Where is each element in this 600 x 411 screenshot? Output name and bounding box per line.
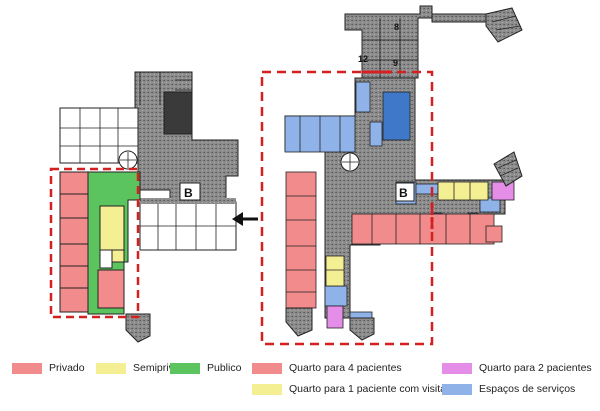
- right-plan-b-label: B: [399, 186, 408, 200]
- left-plan-b-room: [179, 182, 201, 201]
- right-plan-turret-lines: [491, 15, 521, 31]
- legend-label: Publico: [207, 362, 242, 374]
- legend-swatch: [170, 362, 200, 374]
- direction-arrow: [232, 212, 258, 226]
- legend-swatch: [252, 383, 282, 395]
- legend-swatch: [252, 362, 282, 374]
- legend-swatch: [96, 362, 126, 374]
- legend-label: Quarto para 1 paciente com visita: [289, 383, 446, 395]
- left-plan-semiprivate-rooms: [99, 205, 125, 263]
- right-plan-bottom-left-turret: [285, 307, 313, 337]
- legend-label: Quarto para 2 pacientes: [479, 362, 592, 374]
- left-plan-b-label: B: [184, 186, 193, 200]
- legend-item-privado: Privado: [12, 361, 85, 375]
- left-floor-plan: B: [49, 71, 239, 343]
- right-plan-two-patient-rooms: [326, 181, 515, 329]
- legend-item-publico: Publico: [170, 361, 241, 375]
- right-plan-room-8-label: 8: [394, 22, 399, 32]
- right-plan-b-room: [395, 182, 415, 202]
- left-plan-small-room: [99, 249, 113, 269]
- legend-swatch: [442, 383, 472, 395]
- right-plan-end-turret-lines: [497, 159, 519, 177]
- right-plan-single-rooms: [325, 181, 489, 287]
- legend-label: Privado: [49, 362, 85, 374]
- left-plan-dashed-frame: [49, 167, 140, 319]
- right-plan-four-patient-rooms: [285, 171, 503, 309]
- right-plan-room-12-label: 12: [358, 54, 368, 64]
- right-plan-room-9-label: 9: [393, 58, 398, 68]
- legend-swatch: [12, 362, 42, 374]
- right-plan-stair-lines: [342, 154, 358, 170]
- right-plan-bottom-turret: [349, 317, 375, 341]
- right-plan-service-spaces: [284, 81, 501, 329]
- right-plan-top-turret: [485, 7, 523, 43]
- legend-item-espacos-servicos: Espaços de serviços: [442, 382, 575, 396]
- legend-item-quarto-4-pacientes: Quarto para 4 pacientes: [252, 361, 402, 375]
- legend-label: Quarto para 4 pacientes: [289, 362, 402, 374]
- left-plan-turret: [125, 313, 151, 343]
- left-plan-private-rooms: [59, 171, 125, 313]
- legend-label: Espaços de serviços: [479, 383, 576, 395]
- legend-swatch: [442, 362, 472, 374]
- legend-item-quarto-1-paciente: Quarto para 1 paciente com visita: [252, 382, 446, 396]
- right-plan-tower-walls: [362, 18, 418, 78]
- left-plan-right-wing-walls: [140, 202, 236, 250]
- left-plan-stair-room: [163, 91, 193, 135]
- legend-item-quarto-2-pacientes: Quarto para 2 pacientes: [442, 361, 592, 375]
- right-floor-plan: 8 12 9: [260, 5, 523, 346]
- left-plan-wing-corridor: [140, 198, 236, 204]
- right-plan-top-tower: [344, 5, 433, 79]
- left-plan-stair-lines: [120, 152, 136, 168]
